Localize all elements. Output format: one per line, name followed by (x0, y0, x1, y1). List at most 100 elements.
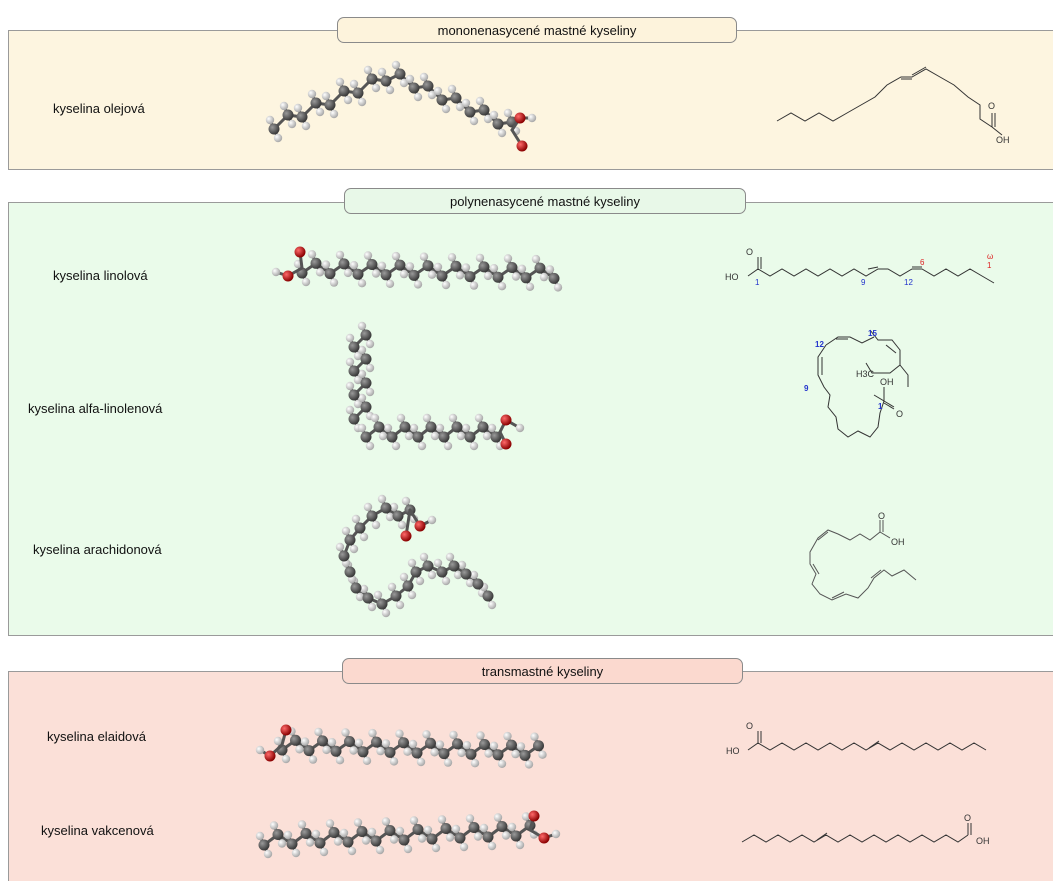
carbon-atom (380, 502, 392, 514)
hydrogen-atom (315, 268, 325, 277)
hydrogen-atom (365, 363, 375, 373)
carbon-atom (338, 258, 350, 270)
carbon-atom (344, 736, 355, 747)
carbon-atom (412, 824, 424, 835)
oxygen-atom (500, 414, 512, 426)
hydrogen-atom (455, 102, 465, 112)
hydrogen-atom (427, 570, 437, 580)
hydrogen-atom (347, 846, 357, 856)
carbon-atom (492, 749, 504, 761)
hydrogen-atom (419, 252, 429, 261)
hydrogen-atom (407, 558, 417, 568)
hydrogen-atom (475, 96, 485, 106)
hydrogen-atom (497, 282, 507, 291)
hydroxyl-label: OH (996, 135, 1010, 145)
hydrogen-atom (365, 387, 375, 397)
carbon-atom (360, 329, 372, 341)
carbon-atom (348, 365, 360, 377)
skeletal-formula-arachidonic: O OH (809, 511, 917, 601)
carbon-atom (376, 598, 388, 610)
hydrogen-atom (395, 729, 404, 738)
hydrogen-atom (517, 264, 527, 273)
hydrogen-atom (389, 757, 399, 766)
oxygen-atom (514, 112, 526, 124)
label-vaccenic: kyselina vakcenová (41, 823, 154, 838)
oxygen-atom (294, 246, 306, 258)
hydrogen-atom (381, 608, 391, 618)
oxygen-atom (280, 724, 292, 736)
hydrogen-atom (515, 840, 525, 850)
hydrogen-atom (353, 818, 363, 827)
hydrogen-atom (404, 431, 414, 441)
hydrogen-atom (353, 351, 363, 361)
oxygen-label: O (988, 101, 995, 111)
hydrogen-atom (516, 742, 526, 751)
carbon-atom (328, 827, 340, 838)
carbon-atom (436, 270, 448, 282)
carbon-atom (394, 68, 406, 80)
hydrogen-atom (405, 262, 415, 271)
hydrogen-atom (273, 133, 283, 143)
hydrogen-atom (538, 750, 547, 759)
hydrogen-atom (353, 375, 363, 385)
carbon-atom (438, 748, 450, 760)
label-elaidic: kyselina elaidová (47, 729, 147, 744)
hydroxyl-label: OH (891, 537, 905, 547)
hydrogen-atom (277, 839, 287, 848)
hydrogen-atom (381, 739, 391, 748)
hydrogen-atom (493, 813, 503, 822)
hydrogen-atom (474, 413, 484, 423)
hydrogen-atom (483, 114, 493, 124)
hydrogen-atom (457, 560, 467, 570)
carbon-atom (402, 580, 414, 592)
hydrogen-atom (447, 253, 457, 262)
hydrogen-atom (345, 381, 355, 391)
oxygen-label: O (878, 511, 885, 521)
hydrogen-atom (475, 253, 485, 263)
hydrogen-atom (287, 119, 297, 129)
hydrogen-atom (423, 825, 433, 835)
carbon-atom (386, 431, 398, 443)
hydrogen-atom (461, 263, 471, 272)
hydrogen-atom (305, 838, 315, 847)
carbon-atom (286, 838, 298, 850)
hydrogen-atom (521, 812, 531, 821)
carbon-atom (344, 534, 356, 546)
hydrogen-atom (469, 570, 479, 580)
hydrogen-atom (553, 283, 563, 292)
section-title-mono: mononenasycené mastné kyseliny (337, 17, 737, 43)
hydrogen-atom (308, 755, 318, 764)
carbon-atom (272, 829, 284, 840)
hydrogen-atom (409, 816, 419, 825)
hydrogen-atom (545, 265, 555, 274)
carbon-atom (282, 109, 294, 121)
hydrogen-atom (431, 843, 441, 853)
hydrogen-atom (314, 727, 323, 737)
hydrogen-atom (371, 83, 381, 93)
hydrogen-atom (469, 116, 479, 126)
hydrogen-atom (297, 820, 307, 829)
hydrogen-atom (401, 496, 411, 506)
carbon-atom (478, 104, 490, 116)
carbon-atom (373, 421, 385, 433)
hydrogen-atom (293, 103, 303, 113)
carbon-atom (510, 830, 522, 842)
carbon-atom (352, 87, 364, 99)
hydrogen-atom (341, 526, 351, 536)
hydrogen-atom (385, 512, 395, 522)
carbon-atom (422, 80, 434, 92)
hydrogen-atom (279, 101, 289, 111)
hydrogen-atom (341, 728, 350, 737)
carbon-atom (360, 431, 372, 443)
carbon-atom (426, 833, 438, 845)
hydrogen-atom (367, 827, 377, 837)
hydrogen-atom (422, 413, 432, 423)
carbon-atom (425, 737, 436, 749)
hydrogen-atom (265, 115, 275, 125)
carbon-atom (300, 828, 312, 839)
hydrogen-atom (301, 121, 311, 131)
carbon-atom (436, 94, 448, 106)
hydrogen-atom (539, 272, 549, 282)
carbon-atom (354, 522, 366, 534)
oxygen-label: O (746, 247, 753, 257)
